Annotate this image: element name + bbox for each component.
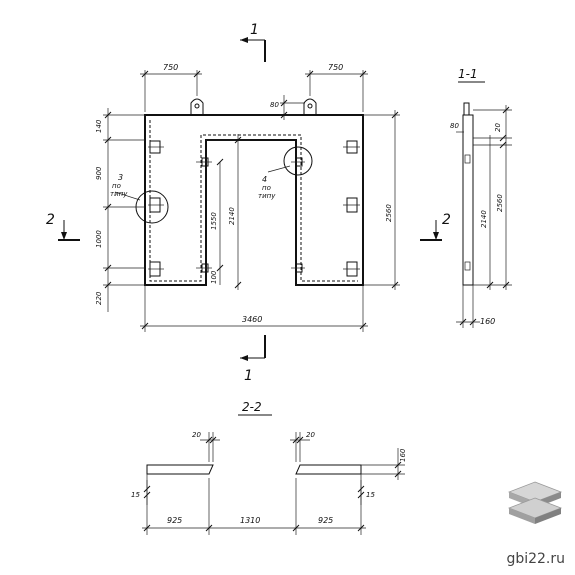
- callout-3-number: 3: [118, 173, 123, 182]
- dim-top-right: 750: [328, 63, 343, 72]
- cut-1-label-bottom: 1: [244, 368, 253, 384]
- dim-left-220: 220: [95, 291, 103, 305]
- cut-marker-1-top: 1: [240, 22, 266, 62]
- panel-plan-view: [135, 98, 364, 286]
- plan-dimensions: 750 750 80 140 900 1000 220: [95, 63, 400, 332]
- side-dim-80: 80: [450, 122, 459, 130]
- callout-4: 4 по типу: [258, 165, 291, 200]
- side-view-title: 1-1: [458, 67, 478, 81]
- dim-inner-2140: 2140: [228, 207, 236, 225]
- cut-marker-1-bottom: 1: [240, 335, 266, 384]
- section-dim-160: 160: [399, 448, 407, 462]
- section-view-2-2: 2-2 20 20 160 15 15: [131, 400, 407, 535]
- cut-1-label-top: 1: [250, 22, 259, 38]
- section-dim-15-left: 15: [131, 491, 140, 499]
- side-dim-2560: 2560: [496, 194, 504, 212]
- side-dim-160: 160: [480, 317, 495, 326]
- cut-marker-2-right: 2: [420, 212, 451, 241]
- callout-4-number: 4: [262, 175, 267, 184]
- dim-left-900: 900: [95, 166, 103, 180]
- callout-3: 3 по типу: [110, 173, 141, 201]
- section-dim-20-left: 20: [192, 431, 201, 439]
- callout-4-line2: типу: [258, 192, 276, 200]
- section-view-title: 2-2: [242, 400, 262, 414]
- section-dim-20-right: 20: [306, 431, 315, 439]
- dim-lug-80: 80: [270, 101, 279, 109]
- side-dim-20: 20: [494, 123, 502, 132]
- section-dim-1310: 1310: [240, 516, 260, 525]
- dim-bottom-3460: 3460: [242, 315, 262, 324]
- dim-top-left: 750: [163, 63, 178, 72]
- section-dim-925-left: 925: [167, 516, 182, 525]
- side-dim-2140: 2140: [480, 210, 488, 228]
- dim-right-2560: 2560: [385, 204, 393, 222]
- side-view-1-1: 1-1 80 20 2140 2560 160: [450, 67, 512, 328]
- dim-inner-1550: 1550: [210, 212, 218, 230]
- callout-4-line1: по: [262, 184, 271, 192]
- watermark-text: gbi22.ru: [506, 551, 565, 567]
- dim-left-1000: 1000: [95, 230, 103, 248]
- callout-3-line1: по: [112, 182, 121, 190]
- cut-2-label-right: 2: [442, 212, 451, 228]
- cut-2-label-left: 2: [46, 212, 55, 228]
- cut-marker-2-left: 2: [46, 212, 80, 241]
- stacked-slabs-logo-icon: [507, 481, 563, 524]
- dim-left-140: 140: [95, 119, 103, 133]
- section-dim-15-right: 15: [366, 491, 375, 499]
- callout-3-line2: типу: [110, 190, 128, 198]
- section-dim-925-right: 925: [318, 516, 333, 525]
- dim-inner-100: 100: [210, 270, 218, 284]
